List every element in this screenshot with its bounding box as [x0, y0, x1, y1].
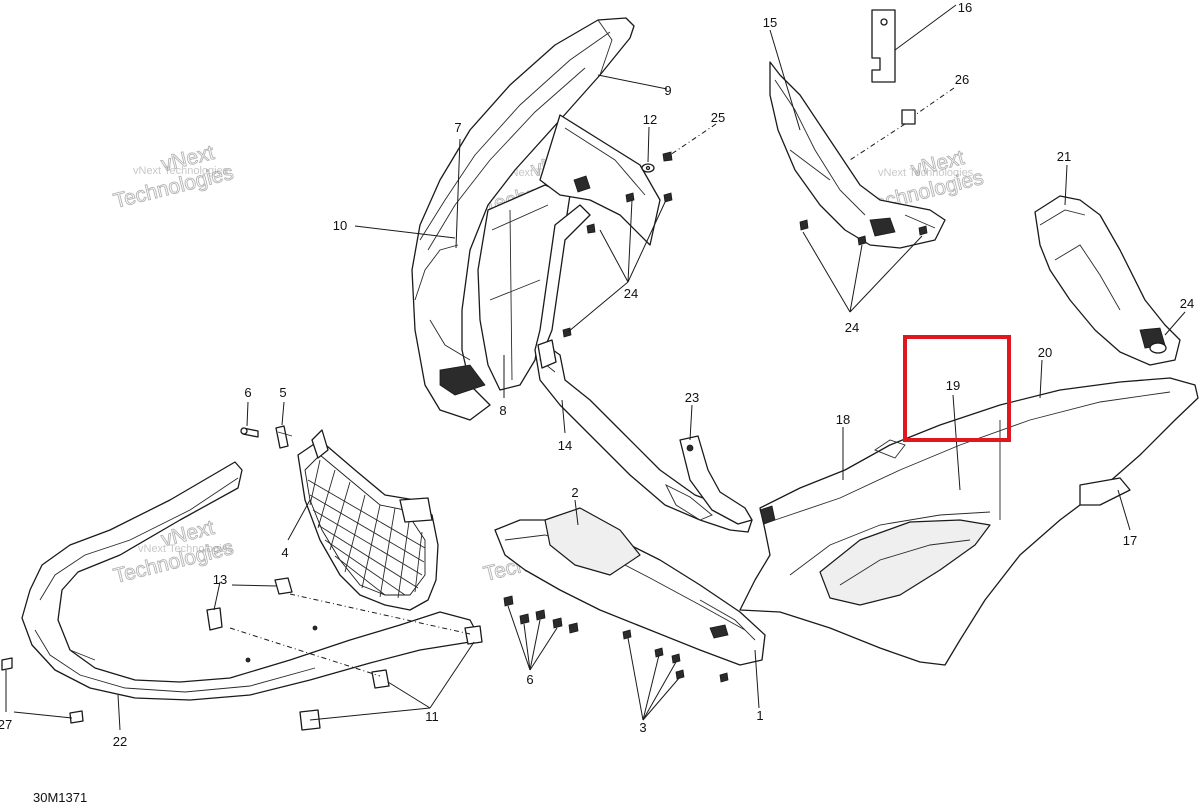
callout-2: 2	[571, 485, 578, 500]
leader-lines	[5, 4, 1186, 731]
callout-6: 6	[526, 672, 533, 687]
watermark: vNext Technologies	[133, 165, 229, 177]
callout-11: 11	[425, 709, 439, 724]
bumper-22	[21, 461, 479, 701]
callout-15: 15	[763, 15, 777, 30]
callout-26: 26	[955, 72, 969, 87]
fasteners-lower	[503, 595, 729, 683]
callout-24: 24	[624, 286, 638, 301]
callout-13: 13	[213, 572, 227, 587]
support-rod	[534, 204, 753, 533]
watermark: vNext Technologies	[878, 167, 974, 179]
callout-16: 16	[958, 0, 972, 15]
callout-19: 19	[946, 378, 960, 393]
hood-panel	[411, 17, 661, 421]
callout-5: 5	[279, 385, 286, 400]
watermark: vNext Technologies	[138, 543, 234, 555]
callout-1: 1	[756, 708, 763, 723]
callout-10: 10	[333, 218, 347, 233]
callouts: 1 2 3 4 5 6 6 7 8 9 10 11 12 13 14 15 16…	[0, 0, 1194, 749]
grille-mesh	[307, 459, 426, 599]
fasteners-hood	[562, 151, 673, 338]
callout-27: 27	[0, 717, 12, 732]
callout-22: 22	[113, 734, 127, 749]
callout-17: 17	[1123, 533, 1137, 548]
callout-9: 9	[664, 83, 671, 98]
callout-6: 6	[244, 385, 251, 400]
callout-24: 24	[845, 320, 859, 335]
callout-21: 21	[1057, 149, 1071, 164]
bracket-23	[664, 435, 753, 525]
side-bracket-21	[1034, 195, 1181, 366]
callout-25: 25	[711, 110, 725, 125]
callout-14: 14	[558, 438, 572, 453]
grille-4	[297, 429, 439, 611]
callout-4: 4	[281, 545, 288, 560]
callout-12: 12	[643, 112, 657, 127]
callout-7: 7	[454, 120, 461, 135]
side-bracket-15	[769, 9, 946, 249]
side-panel	[739, 377, 1199, 666]
highlight-box	[903, 335, 1011, 442]
callout-8: 8	[499, 403, 506, 418]
callout-20: 20	[1038, 345, 1052, 360]
reference-code: 30M1371	[33, 790, 87, 804]
callout-23: 23	[685, 390, 699, 405]
callout-24: 24	[1180, 296, 1194, 311]
lower-panel	[494, 507, 766, 666]
callout-18: 18	[836, 412, 850, 427]
callout-3: 3	[639, 720, 646, 735]
